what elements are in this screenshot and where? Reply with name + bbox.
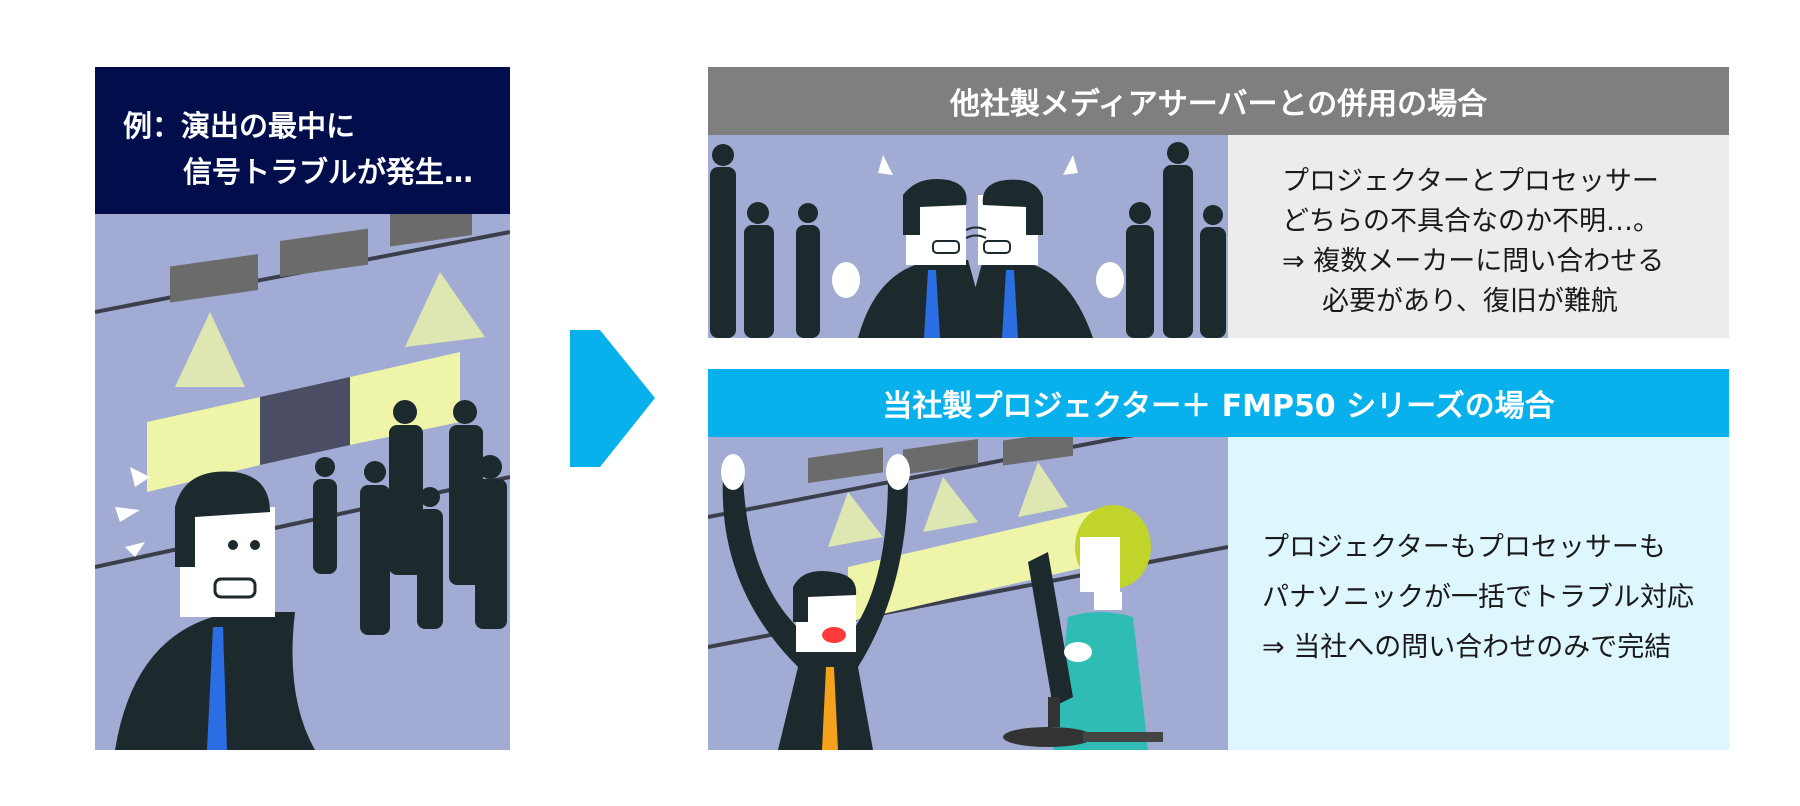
worried-man-icon bbox=[115, 467, 315, 750]
worried-man-icon bbox=[963, 179, 1093, 338]
projector-icon bbox=[1003, 437, 1073, 466]
own-product-case-illustration bbox=[708, 437, 1228, 750]
competitor-case-line: 必要があり、復旧が難航 bbox=[1322, 286, 1618, 317]
computer-monitor-icon bbox=[1003, 552, 1163, 747]
competitor-case-line: ⇒ 複数メーカーに問い合わせる bbox=[1282, 246, 1665, 277]
competitor-case-line: どちらの不具合なのか不明…。 bbox=[1282, 206, 1660, 237]
happy-man-icon bbox=[721, 454, 910, 750]
own-product-case-text: プロジェクターもプロセッサーも パナソニックが一括でトラブル対応 ⇒ 当社への問… bbox=[1228, 437, 1729, 750]
chevron-right-icon bbox=[570, 330, 655, 467]
own-product-case-line: パナソニックが一括でトラブル対応 bbox=[1262, 582, 1694, 613]
trouble-illustration bbox=[95, 199, 510, 750]
scenario-title-line2: 信号トラブルが発生… bbox=[183, 155, 474, 189]
projector-icon bbox=[170, 254, 258, 303]
own-product-case-header: 当社製プロジェクター＋ FMP50 シリーズの場合 bbox=[708, 369, 1729, 437]
competitor-case-line: プロジェクターとプロセッサー bbox=[1282, 166, 1659, 197]
own-product-case-line: プロジェクターもプロセッサーも bbox=[1262, 532, 1666, 563]
own-product-case-line: ⇒ 当社への問い合わせのみで完結 bbox=[1262, 632, 1672, 663]
competitor-case-header: 他社製メディアサーバーとの併用の場合 bbox=[708, 67, 1729, 135]
worried-man-icon bbox=[858, 179, 988, 338]
competitor-case-illustration bbox=[708, 135, 1228, 338]
left-panel-header: 例：演出の最中に 信号トラブルが発生… bbox=[95, 67, 510, 214]
left-scenario-panel: 例：演出の最中に 信号トラブルが発生… bbox=[95, 67, 510, 750]
scenario-title-line1: 例：演出の最中に bbox=[123, 109, 356, 143]
projector-icon bbox=[903, 439, 978, 475]
competitor-case-text: プロジェクターとプロセッサー どちらの不具合なのか不明…。 ⇒ 複数メーカーに問… bbox=[1228, 135, 1729, 338]
projector-icon bbox=[808, 447, 883, 483]
projector-icon bbox=[280, 228, 368, 277]
